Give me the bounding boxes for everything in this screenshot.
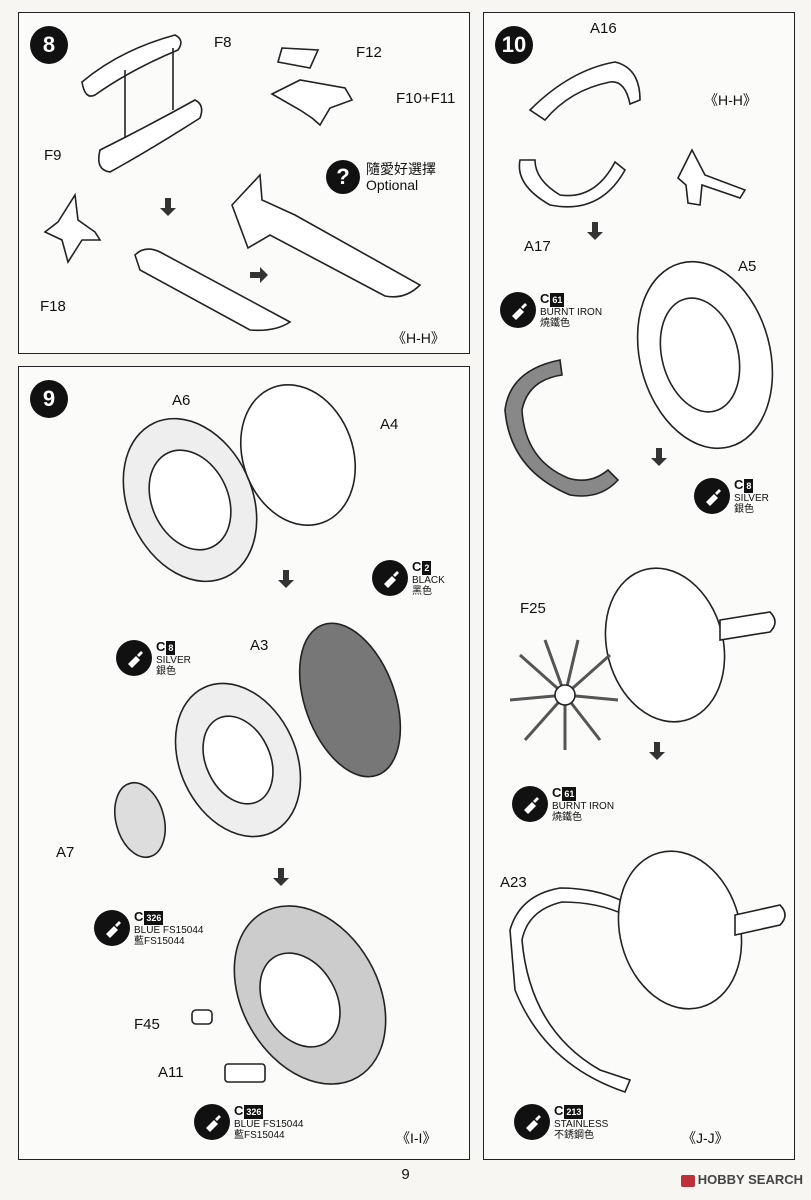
paint-name-zh: 燒鐵色 bbox=[552, 811, 582, 823]
paint-code: C bbox=[552, 785, 562, 800]
part-a23 bbox=[509, 887, 632, 1093]
brush-icon bbox=[194, 1104, 230, 1140]
label-f18: F18 bbox=[40, 298, 66, 315]
step-8-badge: 8 bbox=[30, 26, 68, 64]
paint-number: 213 bbox=[564, 1104, 584, 1119]
paint-name: BLACK bbox=[412, 574, 445, 586]
paint-code: C bbox=[134, 909, 144, 924]
part-f12 bbox=[276, 47, 320, 69]
label-a6: A6 bbox=[172, 392, 191, 409]
label-f12: F12 bbox=[356, 44, 382, 61]
part-f9 bbox=[97, 99, 203, 173]
paint-code: C bbox=[234, 1103, 244, 1118]
part-a11 bbox=[224, 1063, 266, 1083]
section-h-h-step8: 《H-H》 bbox=[392, 330, 445, 346]
brush-icon bbox=[500, 292, 536, 328]
section-h-h-step10: 《H-H》 bbox=[704, 92, 757, 108]
part-h-h bbox=[677, 148, 747, 206]
part-a7 bbox=[114, 781, 166, 859]
paint-number: 326 bbox=[144, 910, 164, 925]
label-f9: F9 bbox=[44, 147, 62, 164]
part-f8 bbox=[81, 34, 182, 97]
brush-icon bbox=[94, 910, 130, 946]
step-10-badge: 10 bbox=[495, 26, 533, 64]
paint-name-zh: 燒鐵色 bbox=[540, 317, 570, 329]
part-f45 bbox=[191, 1009, 213, 1025]
part-a4 bbox=[239, 383, 357, 527]
part-cowl-assembled bbox=[604, 567, 726, 723]
paint-name: BURNT IRON bbox=[552, 800, 615, 812]
page-number: 9 bbox=[401, 1166, 410, 1183]
optional-zh: 隨愛好選擇 bbox=[366, 161, 436, 177]
part-tube-assembled bbox=[231, 173, 422, 298]
label-a17: A17 bbox=[524, 238, 551, 255]
paint-number: 8 bbox=[166, 640, 176, 655]
hobby-search-logo-icon bbox=[680, 1174, 695, 1187]
label-a23: A23 bbox=[500, 874, 527, 891]
paint-name: STAINLESS bbox=[554, 1118, 609, 1130]
question-icon: ? bbox=[326, 160, 360, 194]
paint-number: 61 bbox=[550, 292, 565, 307]
paint-name-zh: 銀色 bbox=[156, 665, 176, 677]
paint-name-zh: 藍FS15044 bbox=[234, 1129, 285, 1141]
part-tube-left bbox=[134, 248, 292, 332]
section-i-i: 《I-I》 bbox=[396, 1130, 437, 1146]
brush-icon bbox=[372, 560, 408, 596]
paint-name: SILVER bbox=[156, 654, 191, 666]
paint-code: C bbox=[554, 1103, 564, 1118]
optional-en: Optional bbox=[366, 177, 419, 193]
label-a4: A4 bbox=[380, 416, 399, 433]
paint-name-zh: 銀色 bbox=[734, 503, 754, 515]
watermark-text: HOBBY SEARCH bbox=[697, 1172, 803, 1187]
section-j-j: 《J-J》 bbox=[682, 1130, 729, 1146]
optional-note: ? 隨愛好選擇 Optional bbox=[326, 160, 436, 194]
paint-number: 8 bbox=[744, 478, 754, 493]
label-a11: A11 bbox=[158, 1064, 184, 1081]
part-burnt-iron-ring bbox=[504, 359, 620, 497]
brush-icon bbox=[512, 786, 548, 822]
label-f25: F25 bbox=[520, 600, 546, 617]
paint-name-zh: 藍FS15044 bbox=[134, 935, 185, 947]
brush-icon bbox=[116, 640, 152, 676]
label-a16: A16 bbox=[590, 20, 617, 37]
label-f8: F8 bbox=[214, 34, 232, 51]
label-a7: A7 bbox=[56, 844, 75, 861]
part-f18 bbox=[43, 192, 102, 264]
paint-name: BLUE FS15044 bbox=[234, 1118, 304, 1130]
paint-number: 326 bbox=[244, 1104, 264, 1119]
step-9-badge: 9 bbox=[30, 380, 68, 418]
label-a3: A3 bbox=[250, 637, 269, 654]
part-a16 bbox=[528, 61, 641, 122]
paint-code: C bbox=[540, 291, 550, 306]
part-a17 bbox=[518, 159, 627, 208]
paint-number: 61 bbox=[562, 786, 577, 801]
paint-code: C bbox=[734, 477, 744, 492]
part-f10-f11 bbox=[270, 79, 354, 127]
paint-name-zh: 黑色 bbox=[412, 585, 432, 597]
paint-name: BLUE FS15044 bbox=[134, 924, 204, 936]
paint-code: C bbox=[156, 639, 166, 654]
paint-name: SILVER bbox=[734, 492, 769, 504]
paint-name-zh: 不銹鋼色 bbox=[554, 1129, 594, 1141]
label-f10-f11: F10+F11 bbox=[396, 90, 456, 107]
paint-number: 2 bbox=[422, 560, 432, 575]
part-a3 bbox=[298, 622, 402, 778]
brush-icon bbox=[694, 478, 730, 514]
brush-icon bbox=[514, 1104, 550, 1140]
label-f45: F45 bbox=[134, 1016, 160, 1033]
paint-code: C bbox=[412, 559, 422, 574]
paint-name: BURNT IRON bbox=[540, 306, 603, 318]
label-a5: A5 bbox=[738, 258, 757, 275]
watermark: HOBBY SEARCH bbox=[680, 1172, 803, 1187]
